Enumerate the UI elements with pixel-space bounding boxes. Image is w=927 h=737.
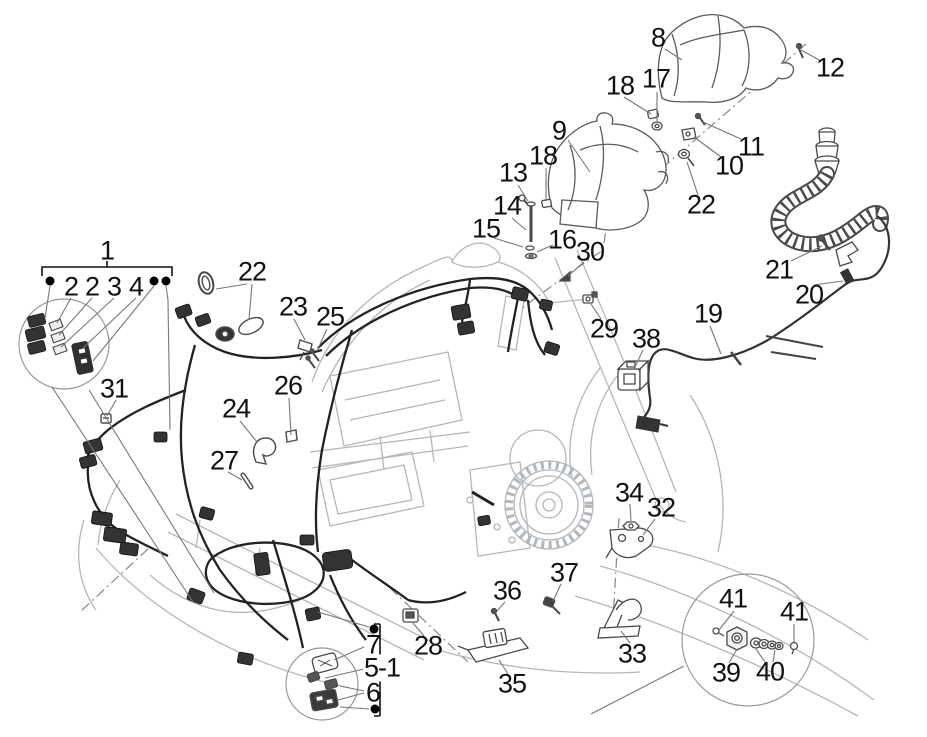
- callout-25-7: 25: [315, 301, 345, 332]
- callout-41-42: 41: [779, 596, 809, 627]
- callout-13-21: 13: [498, 157, 528, 188]
- cable-bracket-part-21: [817, 234, 859, 267]
- callout-10-17: 10: [714, 150, 744, 181]
- callout-16-24: 16: [547, 224, 577, 255]
- connector-detail-bottom: [285, 647, 359, 721]
- scooter-frame-drawing: [78, 242, 875, 717]
- callout-18-14: 18: [605, 70, 635, 101]
- callout-18-20: 18: [528, 140, 558, 171]
- spark-plug-cable: [635, 215, 891, 433]
- alignment-axis-lines: [80, 43, 807, 663]
- callout-24-9: 24: [221, 393, 251, 424]
- callout-38-30: 38: [631, 323, 661, 354]
- callout-27-10: 27: [209, 445, 239, 476]
- callout-22-18: 22: [686, 189, 716, 220]
- callout-dot-marker-2: [161, 276, 171, 286]
- callout-8-12: 8: [650, 22, 666, 53]
- leader-lines: [44, 48, 844, 715]
- ignition-coil-assembly: [770, 127, 889, 253]
- callout-33-35: 33: [617, 638, 647, 669]
- callout-29-29: 29: [589, 313, 619, 344]
- front-cover-part-9: [547, 112, 670, 231]
- callout-39-43: 39: [711, 657, 741, 688]
- callout-11-16: 11: [737, 131, 765, 162]
- callout-21-26: 21: [764, 254, 794, 285]
- callout-30-25: 30: [575, 236, 605, 267]
- callout-7-38: 7: [365, 629, 381, 660]
- callout-41-41: 41: [718, 583, 748, 614]
- callout-14-22: 14: [492, 190, 522, 221]
- callout-dot-marker-4: [370, 704, 380, 714]
- group-brackets: [41, 261, 381, 717]
- callout-dot-marker-1: [149, 276, 159, 286]
- harness-connectors: [79, 286, 561, 666]
- small-fasteners-top: [518, 42, 804, 304]
- callout-23-6: 23: [278, 291, 308, 322]
- callout-9-19: 9: [551, 115, 567, 146]
- callout-20-27: 20: [794, 279, 824, 310]
- callout-3-3: 3: [106, 271, 122, 302]
- relay-part-38: [616, 359, 650, 392]
- callout-37-33: 37: [549, 557, 579, 588]
- callout-22-5: 22: [237, 256, 267, 287]
- callout-40-44: 40: [755, 656, 785, 687]
- callout-2-1: 2: [63, 271, 79, 302]
- callout-6-40: 6: [365, 677, 381, 708]
- callout-4-4: 4: [128, 271, 144, 302]
- callout-dot-marker-0: [45, 276, 55, 286]
- callout-2-2: 2: [84, 271, 100, 302]
- callout-dot-marker-3: [369, 624, 379, 634]
- connector-detail-left: [18, 298, 110, 390]
- callout-1-0: 1: [99, 235, 115, 266]
- callout-5-1-39: 5-1: [362, 652, 401, 683]
- wiring-harness-drawing: [84, 276, 554, 649]
- callout-12-13: 12: [815, 52, 845, 83]
- callout-34-31: 34: [614, 477, 644, 508]
- callout-17-15: 17: [641, 63, 671, 94]
- callout-31-11: 31: [99, 373, 129, 404]
- hardware-detail-circle: [681, 573, 815, 707]
- callout-19-28: 19: [693, 298, 723, 329]
- callout-15-23: 15: [471, 213, 501, 244]
- callout-26-8: 26: [273, 370, 303, 401]
- callout-36-34: 36: [492, 575, 522, 606]
- callout-32-32: 32: [646, 492, 676, 523]
- bottom-brackets-and-sensors: [402, 521, 654, 663]
- callout-35-36: 35: [497, 668, 527, 699]
- rear-cover-part-8: [657, 14, 795, 104]
- callout-28-37: 28: [413, 630, 443, 661]
